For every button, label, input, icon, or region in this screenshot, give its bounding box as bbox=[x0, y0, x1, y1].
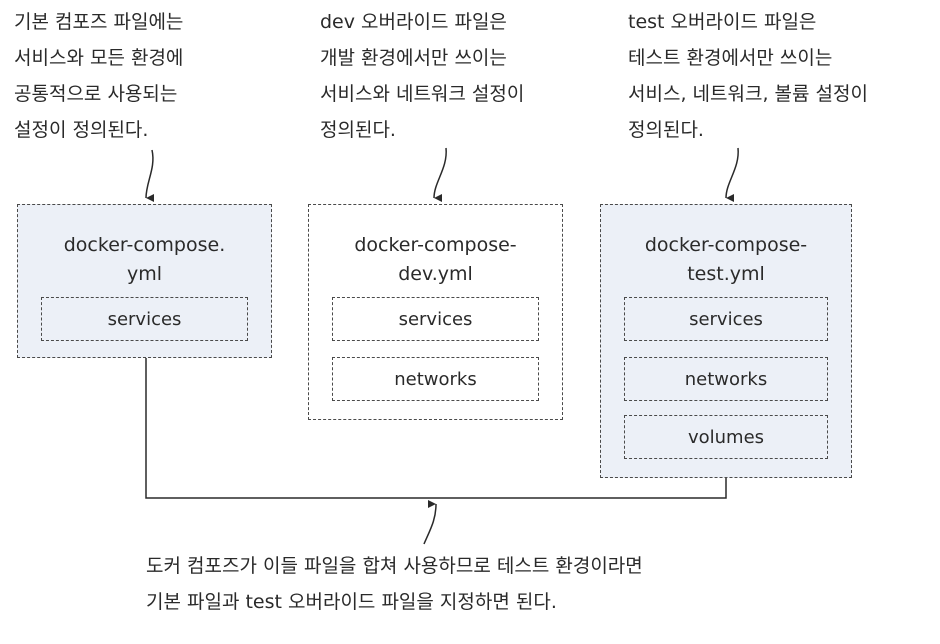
file-box-base: docker-compose. yml services bbox=[17, 204, 272, 358]
section-dev-services: services bbox=[332, 297, 539, 341]
arrow-merge bbox=[423, 499, 437, 545]
bottom-note: 도커 컴포즈가 이들 파일을 합쳐 사용하므로 테스트 환경이라면 기본 파일과… bbox=[146, 555, 643, 613]
section-base-services: services bbox=[41, 297, 248, 341]
arrow-test bbox=[725, 147, 739, 203]
annotation-dev-override: dev 오버라이드 파일은 개발 환경에서만 쓰이는 서비스와 네트워크 설정이… bbox=[320, 11, 525, 141]
section-test-networks: networks bbox=[624, 357, 828, 401]
arrow-dev bbox=[433, 147, 447, 203]
annotation-test-override: test 오버라이드 파일은 테스트 환경에서만 쓰이는 서비스, 네트워크, … bbox=[628, 11, 868, 141]
arrow-base bbox=[145, 149, 155, 203]
section-test-services: services bbox=[624, 297, 828, 341]
annotation-base-file: 기본 컴포즈 파일에는 서비스와 모든 환경에 공통적으로 사용되는 설정이 정… bbox=[14, 11, 184, 141]
section-dev-networks: networks bbox=[332, 357, 539, 401]
file-box-dev: docker-compose- dev.yml services network… bbox=[308, 204, 563, 420]
file-box-test: docker-compose- test.yml services networ… bbox=[600, 204, 852, 478]
file-title-test: docker-compose- test.yml bbox=[644, 234, 808, 285]
file-title-base: docker-compose. yml bbox=[63, 234, 226, 285]
merge-bracket bbox=[145, 358, 727, 499]
section-test-volumes: volumes bbox=[624, 415, 828, 459]
file-title-dev: docker-compose- dev.yml bbox=[354, 234, 517, 285]
